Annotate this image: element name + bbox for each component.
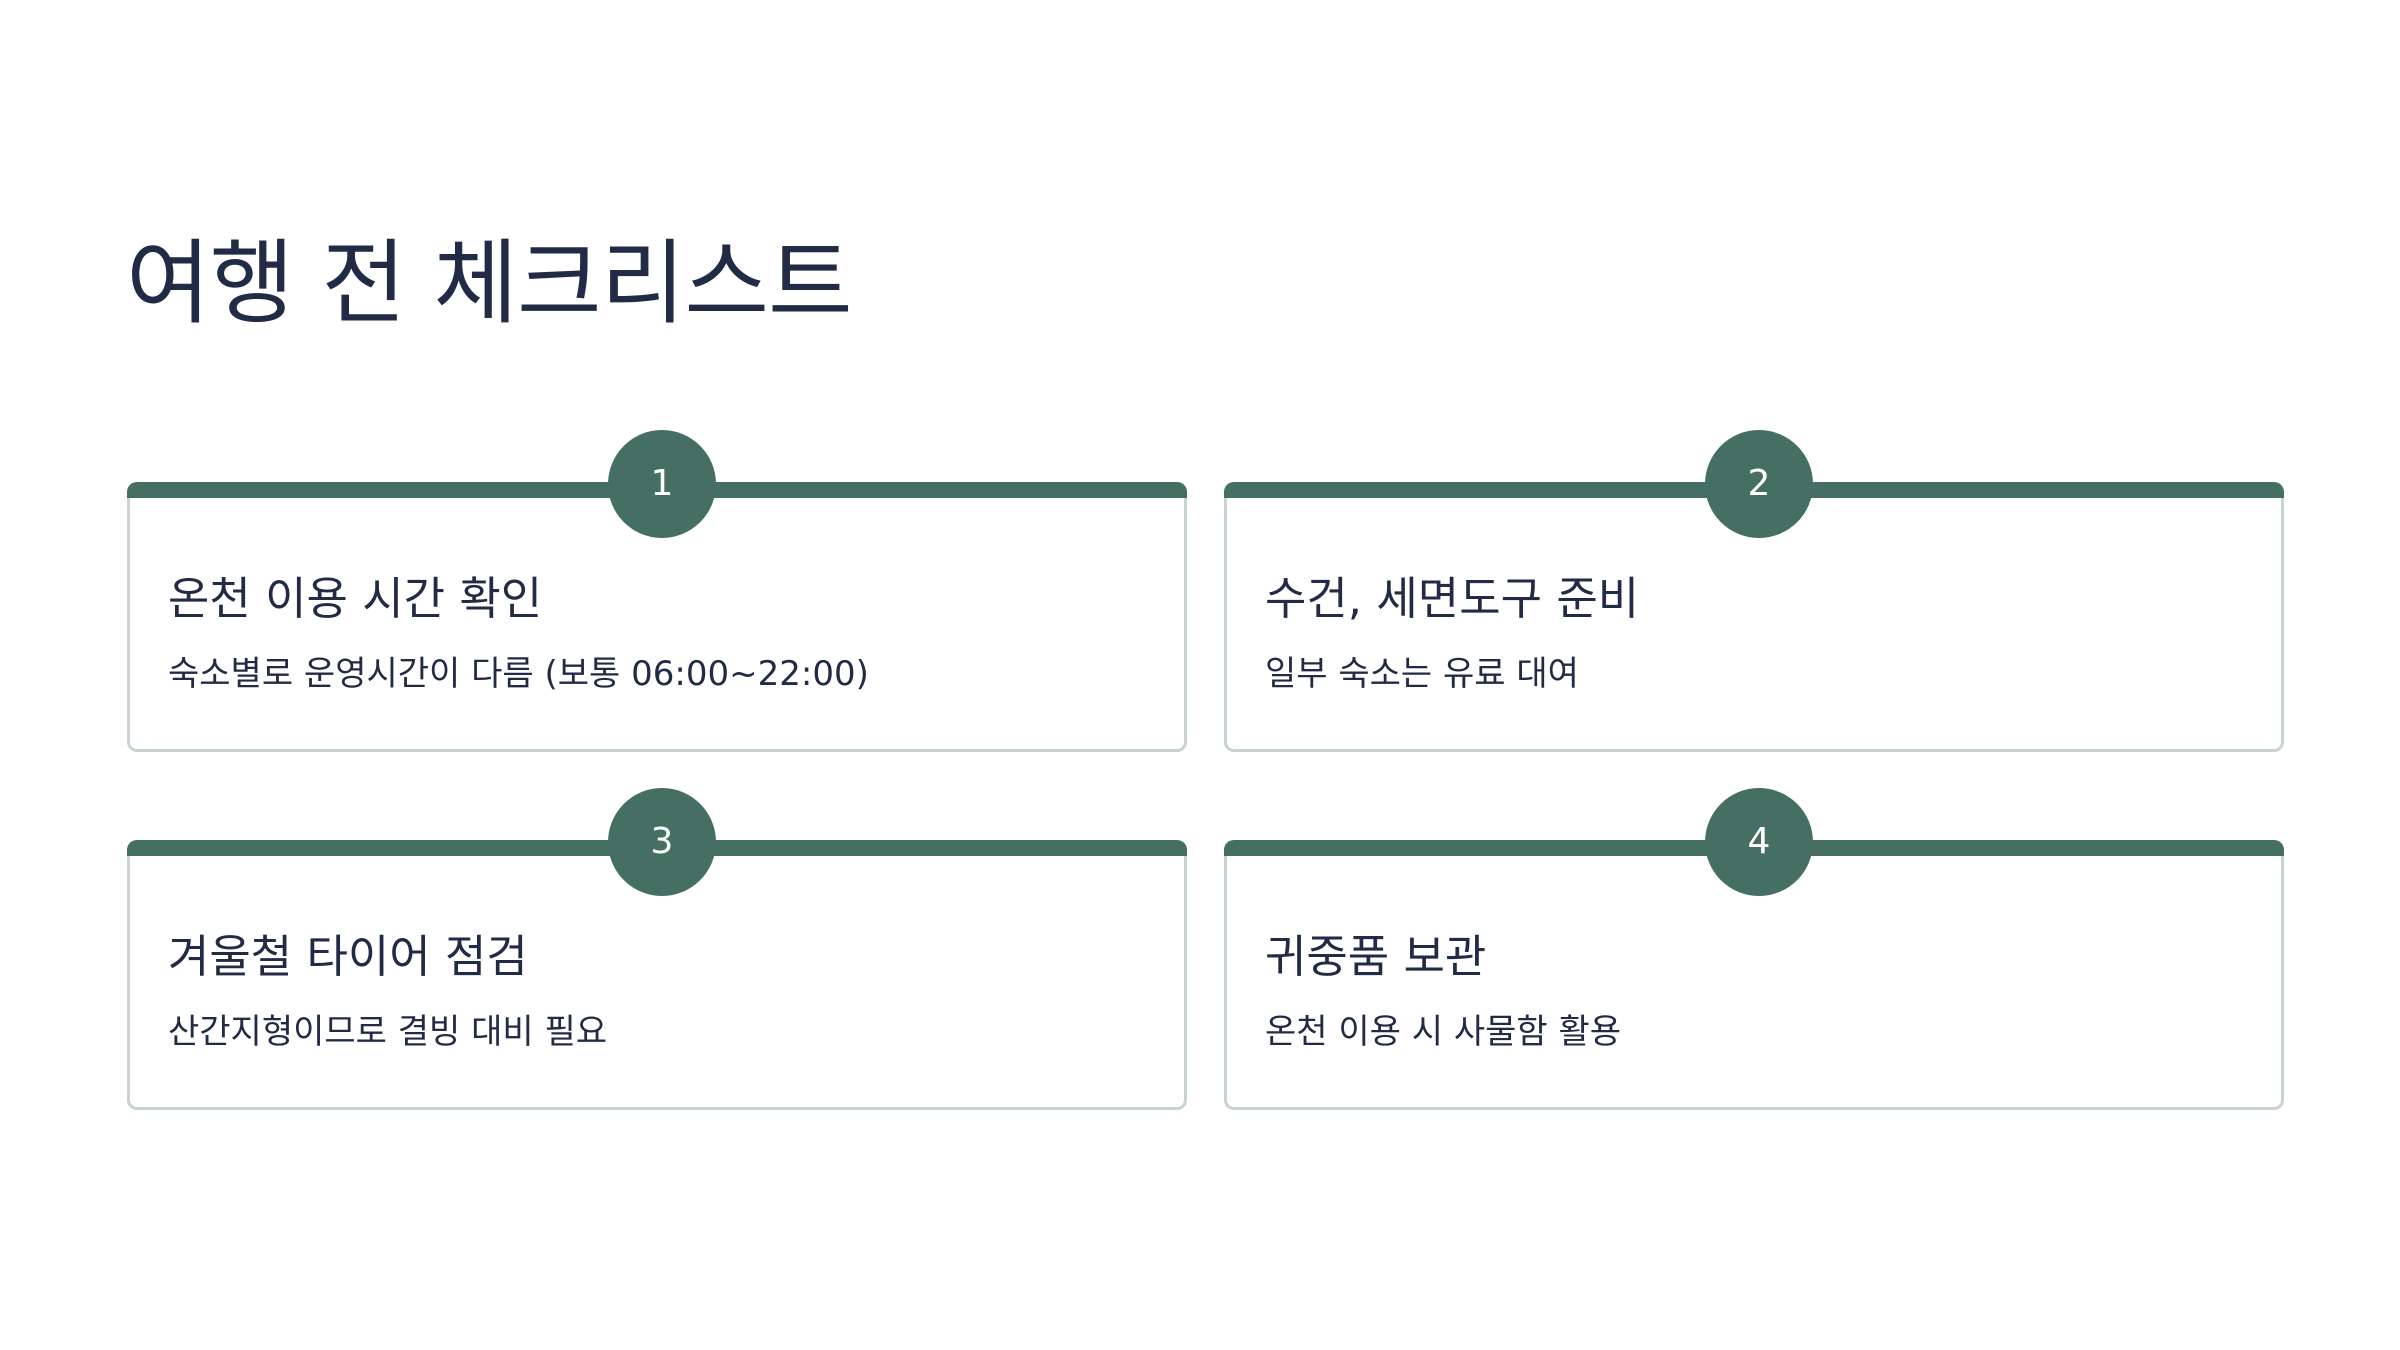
card-description: 산간지형이므로 결빙 대비 필요 xyxy=(168,1012,608,1052)
card-description: 숙소별로 운영시간이 다름 (보통 06:00~22:00) xyxy=(168,654,869,694)
page-title: 여행 전 체크리스트 xyxy=(126,230,853,337)
checklist-card: 4 귀중품 보관 온천 이용 시 사물함 활용 xyxy=(1224,788,2284,1110)
card-title: 귀중품 보관 xyxy=(1265,930,1487,983)
card-title: 수건, 세면도구 준비 xyxy=(1265,572,1640,625)
card-title: 겨울철 타이어 점검 xyxy=(168,930,528,983)
card-number-badge: 1 xyxy=(608,430,716,538)
checklist-card: 3 겨울철 타이어 점검 산간지형이므로 결빙 대비 필요 xyxy=(127,788,1187,1110)
card-number-badge: 2 xyxy=(1705,430,1813,538)
card-title: 온천 이용 시간 확인 xyxy=(168,572,543,625)
checklist-card: 1 온천 이용 시간 확인 숙소별로 운영시간이 다름 (보통 06:00~22… xyxy=(127,430,1187,752)
card-number-badge: 4 xyxy=(1705,788,1813,896)
card-description: 온천 이용 시 사물함 활용 xyxy=(1265,1012,1622,1052)
card-description: 일부 숙소는 유료 대여 xyxy=(1265,654,1579,694)
card-number-badge: 3 xyxy=(608,788,716,896)
checklist-card: 2 수건, 세면도구 준비 일부 숙소는 유료 대여 xyxy=(1224,430,2284,752)
